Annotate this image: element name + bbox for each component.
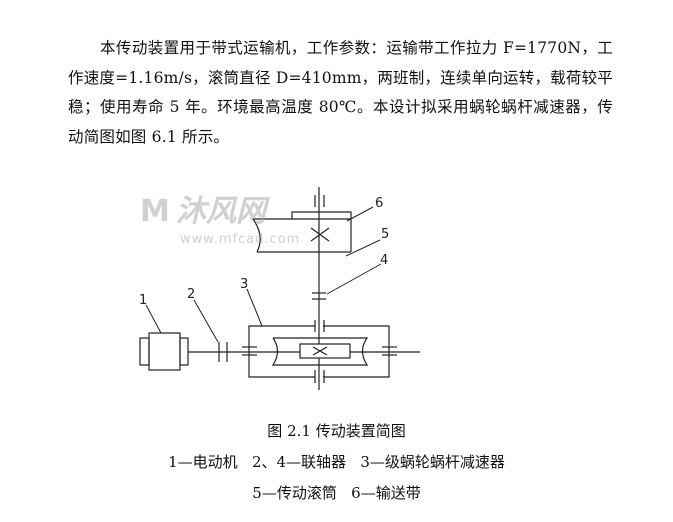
- watermark-logo-icon: M: [140, 194, 170, 229]
- label-3: 3: [240, 277, 248, 292]
- figure-legend-line2: 5—传动滚筒 6—输送带: [252, 484, 421, 502]
- label-4: 4: [380, 253, 388, 268]
- label-5: 5: [381, 227, 389, 242]
- figure-legend-line1: 1—电动机 2、4—联轴器 3—级蜗轮蜗杆减速器: [168, 453, 505, 471]
- motor: [139, 332, 189, 371]
- label-2: 2: [187, 287, 195, 302]
- watermark-url: www.mfcad.com: [180, 232, 301, 247]
- coupling-4: [312, 292, 326, 300]
- watermark-text: 沐风网: [176, 194, 266, 229]
- label-1: 1: [139, 293, 147, 308]
- drum: [252, 211, 352, 253]
- label-6: 6: [375, 196, 383, 211]
- body-paragraph: 本传动装置用于带式运输机，工作参数：运输带工作拉力 F=1770N，工作速度=1…: [68, 39, 613, 146]
- leader-lines: [145, 206, 382, 343]
- figure-caption: 图 2.1 传动装置简图: [267, 422, 406, 440]
- coupling-2: [218, 342, 228, 362]
